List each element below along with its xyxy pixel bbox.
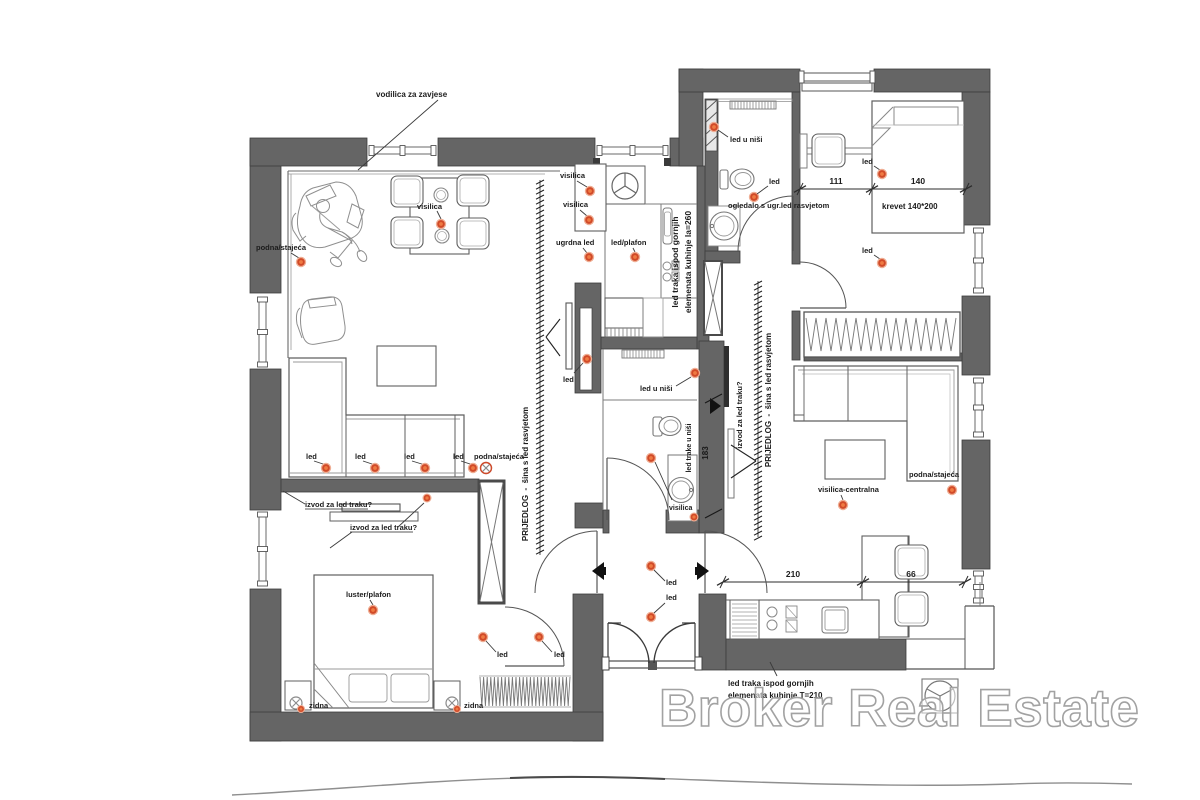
svg-text:izvod za led traku?: izvod za led traku? (350, 523, 418, 532)
svg-text:led u niši: led u niši (730, 135, 763, 144)
svg-text:led traka ispod gornjih: led traka ispod gornjih (670, 216, 680, 307)
svg-text:luster/plafon: luster/plafon (346, 590, 391, 599)
svg-text:led: led (769, 177, 780, 186)
svg-text:visilica: visilica (560, 171, 586, 180)
svg-text:led u niši: led u niši (640, 384, 673, 393)
svg-text:66: 66 (906, 569, 916, 579)
svg-text:krevet 140*200: krevet 140*200 (882, 202, 938, 211)
svg-text:Broker Real Estate: Broker Real Estate (659, 679, 1139, 738)
svg-text:podna/stajeća: podna/stajeća (474, 452, 525, 461)
svg-text:PRIJEDLOG - šina s led rasvj: PRIJEDLOG - šina s led rasvjetom (764, 333, 773, 467)
svg-text:elemenata kuhinje T=210: elemenata kuhinje T=210 (728, 691, 823, 700)
svg-text:zidna: zidna (464, 701, 484, 710)
svg-text:podna/stajeća: podna/stajeća (909, 470, 960, 479)
svg-text:140: 140 (911, 176, 925, 186)
svg-text:vodilica za zavjese: vodilica za zavjese (376, 90, 448, 99)
svg-text:PRIJEDLOG - šina s led rasvj: PRIJEDLOG - šina s led rasvjetom (521, 407, 530, 541)
svg-text:183: 183 (701, 446, 710, 460)
svg-text:210: 210 (786, 569, 800, 579)
svg-text:visilica: visilica (563, 200, 589, 209)
svg-text:led: led (563, 375, 574, 384)
svg-text:ogledalo s ugr.led rasvjetom: ogledalo s ugr.led rasvjetom (728, 201, 830, 210)
svg-text:led trake u niši: led trake u niši (686, 423, 693, 472)
svg-text:led: led (666, 593, 677, 602)
svg-text:led/plafon: led/plafon (611, 238, 647, 247)
svg-text:led: led (404, 452, 415, 461)
svg-text:led: led (554, 650, 565, 659)
svg-text:led: led (666, 578, 677, 587)
svg-text:111: 111 (829, 176, 843, 186)
svg-text:visilica: visilica (669, 505, 692, 512)
svg-text:visilica: visilica (417, 202, 443, 211)
svg-text:led: led (862, 157, 873, 166)
svg-text:led: led (862, 246, 873, 255)
svg-text:izvod za led traku?: izvod za led traku? (305, 500, 373, 509)
svg-text:visilica-centralna: visilica-centralna (818, 485, 880, 494)
svg-text:led: led (306, 452, 317, 461)
svg-text:led: led (355, 452, 366, 461)
svg-text:led: led (453, 452, 464, 461)
svg-text:led: led (497, 650, 508, 659)
svg-text:led traka ispod gornjih: led traka ispod gornjih (728, 679, 814, 688)
svg-text:zidna: zidna (309, 701, 329, 710)
svg-text:elemenata kuhinje la=260: elemenata kuhinje la=260 (683, 211, 693, 314)
svg-text:podna/stajeća: podna/stajeća (256, 243, 307, 252)
svg-text:ugrdna led: ugrdna led (556, 238, 595, 247)
svg-text:izvod za led traku?: izvod za led traku? (735, 381, 744, 449)
